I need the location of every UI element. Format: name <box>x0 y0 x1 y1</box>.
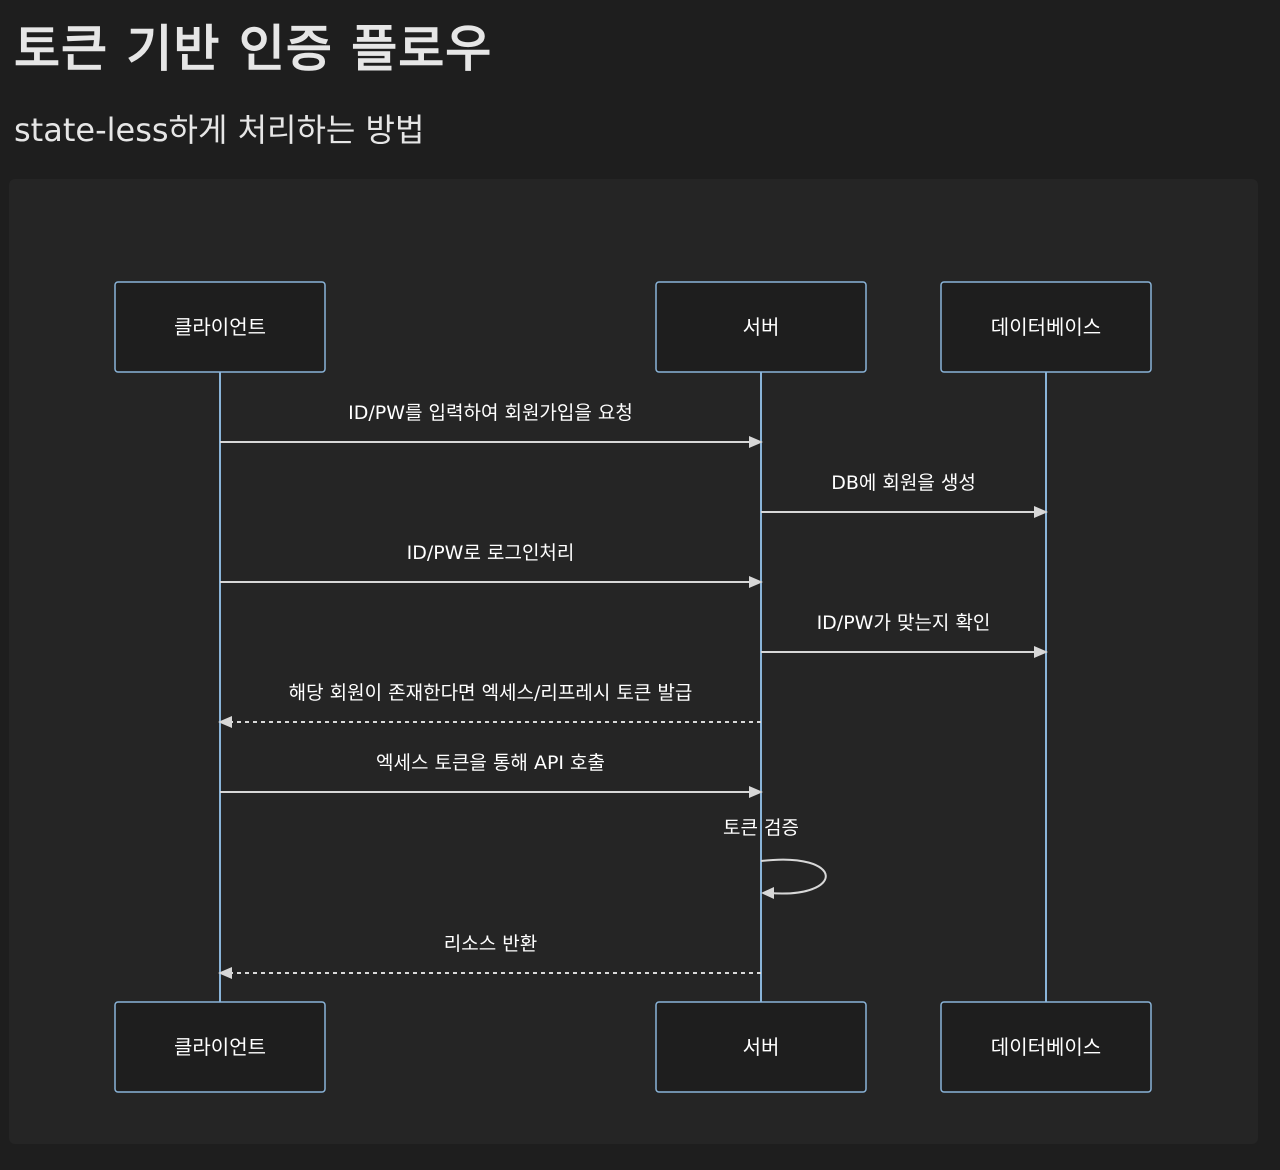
participant-box <box>940 281 1152 373</box>
arrowhead <box>1034 646 1048 658</box>
message-7: 토큰 검증 <box>723 817 827 899</box>
participant-box <box>940 1001 1152 1093</box>
participant-box <box>114 281 326 373</box>
arrowhead <box>1034 506 1048 518</box>
participant-box <box>655 1001 867 1093</box>
participant-label: 클라이언트 <box>174 1035 266 1059</box>
participant-server-bottom: 서버 <box>655 1001 867 1093</box>
message-label: ID/PW로 로그인처리 <box>407 542 575 564</box>
participant-box <box>114 1001 326 1093</box>
participant-db-top: 데이터베이스 <box>940 281 1152 373</box>
participant-client-bottom: 클라이언트 <box>114 1001 326 1093</box>
participant-label: 데이터베이스 <box>991 315 1101 339</box>
message-1: ID/PW를 입력하여 회원가입을 요청 <box>220 402 763 448</box>
message-4: ID/PW가 맞는지 확인 <box>761 612 1048 658</box>
participant-db-bottom: 데이터베이스 <box>940 1001 1152 1093</box>
arrowhead <box>749 576 763 588</box>
message-label: ID/PW가 맞는지 확인 <box>817 612 991 634</box>
participant-label: 클라이언트 <box>174 315 266 339</box>
message-8: 리소스 반환 <box>218 933 761 979</box>
message-label: 토큰 검증 <box>723 817 799 839</box>
message-label: ID/PW를 입력하여 회원가입을 요청 <box>348 402 633 424</box>
arrowhead <box>218 967 232 979</box>
arrowhead <box>218 716 232 728</box>
message-label: 리소스 반환 <box>444 933 537 955</box>
participant-label: 서버 <box>743 1035 780 1059</box>
arrowhead <box>749 786 763 798</box>
participant-label: 데이터베이스 <box>991 1035 1101 1059</box>
arrowhead <box>749 436 763 448</box>
message-5: 해당 회원이 존재한다면 엑세스/리프레시 토큰 발급 <box>218 682 761 728</box>
message-label: 엑세스 토큰을 통해 API 호출 <box>376 752 605 774</box>
page-title: 토큰 기반 인증 플로우 <box>14 20 493 78</box>
self-message-loop <box>760 858 827 895</box>
participant-server-top: 서버 <box>655 281 867 373</box>
message-2: DB에 회원을 생성 <box>761 472 1048 518</box>
message-6: 엑세스 토큰을 통해 API 호출 <box>220 752 763 798</box>
arrowhead <box>761 887 774 899</box>
message-label: 해당 회원이 존재한다면 엑세스/리프레시 토큰 발급 <box>289 682 693 704</box>
participant-client-top: 클라이언트 <box>114 281 326 373</box>
message-label: DB에 회원을 생성 <box>831 472 976 494</box>
participant-label: 서버 <box>743 315 780 339</box>
page-subtitle: state-less하게 처리하는 방법 <box>14 111 425 149</box>
message-3: ID/PW로 로그인처리 <box>220 542 763 588</box>
participant-box <box>655 281 867 373</box>
